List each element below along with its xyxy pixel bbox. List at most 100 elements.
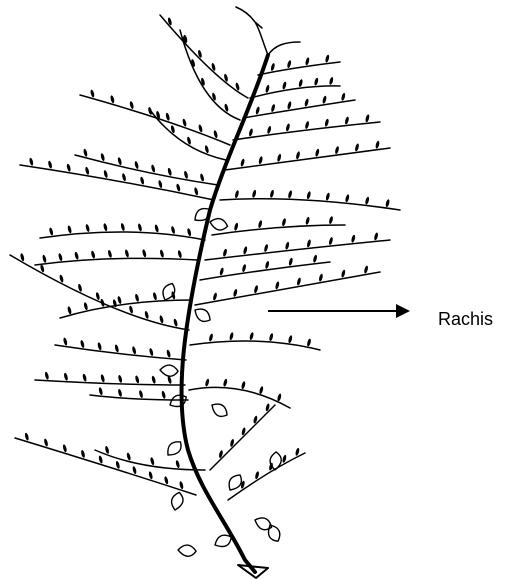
pinnule xyxy=(97,342,102,351)
pinna-5 xyxy=(75,155,218,185)
pinnule xyxy=(80,340,85,349)
pinnule xyxy=(158,180,163,189)
leaflet-4 xyxy=(192,305,213,325)
pinnule xyxy=(134,161,139,170)
pinnule xyxy=(375,140,380,149)
pinnae-group xyxy=(10,15,400,500)
pinnule xyxy=(164,476,169,485)
pinna-24 xyxy=(200,262,330,280)
pinnule xyxy=(120,223,125,232)
pinnule xyxy=(44,371,49,380)
pinnule xyxy=(288,257,293,266)
pinnule xyxy=(295,151,300,160)
leaflet-9 xyxy=(169,491,186,512)
pinnule xyxy=(270,63,275,72)
pinna-17 xyxy=(250,86,340,98)
pinnule xyxy=(305,217,310,226)
pinnule xyxy=(80,450,85,459)
leaflet-14 xyxy=(177,544,197,558)
pinnule xyxy=(137,223,142,232)
pinnule xyxy=(49,227,54,236)
pinnule xyxy=(107,250,112,259)
pinnule xyxy=(234,190,239,199)
pinnule xyxy=(161,391,166,400)
pinnule xyxy=(205,378,210,387)
pinnule xyxy=(249,332,254,341)
pinnule xyxy=(62,444,67,453)
pinnule xyxy=(328,237,333,246)
pinnule xyxy=(287,101,292,110)
pinnule xyxy=(118,375,123,384)
pinnule xyxy=(67,225,72,234)
pinnule xyxy=(277,393,282,402)
rachis-pointer-arrowhead xyxy=(396,304,410,318)
pinnule xyxy=(200,173,205,182)
pinnule xyxy=(126,452,131,461)
pinnule xyxy=(364,265,369,274)
pinnule xyxy=(213,130,218,139)
pinnule xyxy=(103,170,108,179)
pinna-3 xyxy=(80,95,230,145)
pinnule xyxy=(275,281,280,290)
pinnule xyxy=(171,226,176,235)
pinnule xyxy=(132,466,137,475)
pinnule xyxy=(296,277,301,286)
pinnule xyxy=(115,461,120,470)
pinnule xyxy=(129,305,134,314)
pinnule xyxy=(63,372,68,381)
pinnule xyxy=(151,375,156,384)
pinnule xyxy=(204,145,209,154)
pinnule xyxy=(159,249,164,258)
leaflet-8 xyxy=(164,438,185,458)
rachis-label: Rachis xyxy=(438,309,493,329)
pinnule xyxy=(365,114,370,123)
pinnule xyxy=(173,318,178,327)
pinnule xyxy=(341,269,346,278)
pinnule xyxy=(144,311,149,320)
leaflet-6 xyxy=(168,393,189,410)
pinnule xyxy=(20,253,25,262)
pinnule xyxy=(304,98,309,107)
pinnule xyxy=(248,128,253,137)
pinna-29 xyxy=(228,453,305,500)
pinnule xyxy=(306,191,311,200)
leaflet-12 xyxy=(266,523,283,544)
pinnule xyxy=(66,163,71,172)
pinnule xyxy=(138,390,143,399)
pinnule xyxy=(298,79,303,88)
pinnule xyxy=(91,250,96,259)
pinnule xyxy=(114,344,119,353)
pinnule xyxy=(134,294,139,303)
pinnule xyxy=(325,54,330,63)
pinnule xyxy=(219,267,224,276)
pinna-28 xyxy=(210,405,275,470)
pinnule xyxy=(264,244,269,253)
pinnule xyxy=(241,381,246,390)
pinnule xyxy=(229,332,234,341)
pinnule xyxy=(58,253,63,262)
pinnule xyxy=(124,249,129,258)
pinna-26 xyxy=(190,341,320,350)
pinnule xyxy=(167,168,172,177)
pinna-23 xyxy=(205,240,390,260)
pinnule xyxy=(83,148,88,157)
pinnule xyxy=(154,224,159,233)
pinna-1 xyxy=(160,15,248,98)
pinnule xyxy=(306,338,311,347)
pinnule xyxy=(132,346,137,355)
pinnule xyxy=(83,302,88,311)
pinnule xyxy=(255,106,260,115)
pinnule xyxy=(117,296,122,305)
pinnule xyxy=(176,183,181,192)
pinnule xyxy=(151,164,156,173)
pinnule xyxy=(351,234,356,243)
pinnule xyxy=(344,116,349,125)
pinna-16 xyxy=(258,62,340,75)
pinnule xyxy=(85,167,90,176)
pinnule xyxy=(287,60,292,69)
pinnule xyxy=(67,306,72,315)
pinnule xyxy=(183,171,188,180)
pinnule xyxy=(233,289,238,298)
pinnule xyxy=(324,118,329,127)
